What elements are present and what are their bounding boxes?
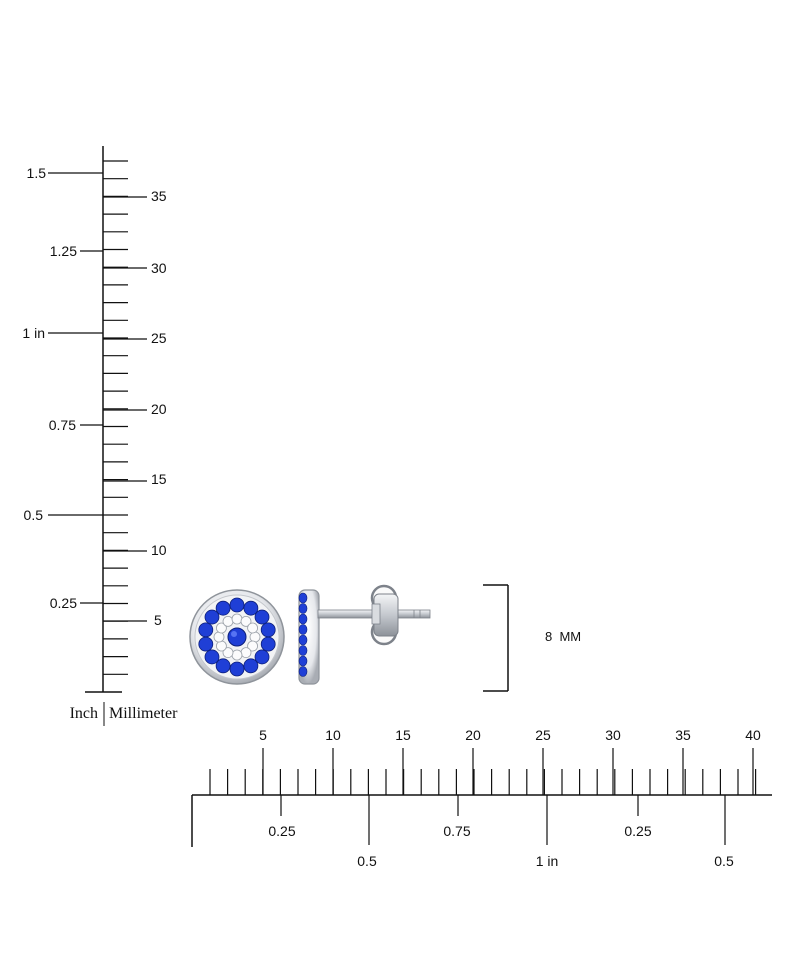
h-mm-label-5: 5 bbox=[259, 727, 267, 743]
inch-label-1-5: 1.5 bbox=[27, 165, 47, 181]
sapphire-stone bbox=[229, 597, 245, 613]
inch-label-1-25: 1.25 bbox=[50, 243, 77, 259]
mm-label-15: 15 bbox=[151, 471, 167, 487]
inch-label-0-5: 0.5 bbox=[24, 507, 44, 523]
pave-stone bbox=[247, 640, 258, 652]
pave-stone bbox=[216, 622, 227, 634]
vertical-mm-ticks bbox=[103, 160, 147, 675]
earring-side-view bbox=[298, 584, 431, 685]
h-mm-label-30: 30 bbox=[605, 727, 621, 743]
mm-label-35: 35 bbox=[151, 188, 167, 204]
side-sapphires bbox=[298, 592, 308, 677]
pave-stone bbox=[216, 640, 227, 652]
sapphire-stone bbox=[198, 636, 214, 652]
side-sapphire-stone bbox=[298, 624, 308, 635]
pave-stone bbox=[222, 616, 234, 627]
millimeter-caption: Millimeter bbox=[109, 705, 178, 722]
side-sapphire-stone bbox=[298, 613, 308, 625]
mm-label-30: 30 bbox=[151, 260, 167, 276]
sapphire-stone bbox=[198, 622, 214, 638]
sapphire-stone bbox=[254, 649, 270, 665]
h-mm-label-25: 25 bbox=[535, 727, 551, 743]
side-sapphire-stone bbox=[298, 592, 308, 604]
pave-stone bbox=[213, 631, 225, 643]
pave-ring bbox=[213, 613, 261, 661]
h-inch-label-1-25: 0.25 bbox=[624, 823, 651, 839]
vertical-ruler: 1.5 1.25 1 in 0.75 0.5 0.25 35 30 25 20 … bbox=[22, 146, 178, 726]
pave-stone bbox=[249, 631, 261, 643]
dimension-bracket bbox=[483, 584, 509, 692]
sapphire-stone bbox=[215, 658, 231, 674]
horizontal-ruler: 5 10 15 20 25 30 35 40 0.25 0.75 0.25 0.… bbox=[191, 727, 772, 869]
inch-caption: Inch bbox=[70, 705, 98, 722]
sapphire-ring-outer bbox=[198, 597, 276, 677]
sapphire-stone bbox=[260, 636, 276, 652]
inch-label-0-25: 0.25 bbox=[50, 595, 77, 611]
inch-label-1: 1 in bbox=[22, 325, 45, 341]
sapphire-stone bbox=[215, 600, 231, 616]
h-inch-label-0-75: 0.75 bbox=[443, 823, 470, 839]
pave-stone bbox=[222, 647, 234, 658]
pave-stone bbox=[231, 649, 243, 661]
earring-front-view bbox=[189, 589, 285, 685]
side-sapphire-stone bbox=[298, 645, 308, 656]
mm-label-10: 10 bbox=[151, 542, 167, 558]
pave-stone bbox=[240, 647, 252, 658]
mm-label-20: 20 bbox=[151, 401, 167, 417]
side-sapphire-stone bbox=[298, 634, 308, 646]
h-mm-label-10: 10 bbox=[325, 727, 341, 743]
side-sapphire-stone bbox=[298, 655, 308, 667]
mm-label-5: 5 bbox=[154, 612, 162, 628]
center-sapphire bbox=[227, 627, 247, 647]
h-mm-label-15: 15 bbox=[395, 727, 411, 743]
inch-label-0-75: 0.75 bbox=[49, 417, 76, 433]
h-inch-label-0-5: 0.5 bbox=[357, 853, 377, 869]
sapphire-stone bbox=[204, 649, 220, 665]
side-sapphire-stone bbox=[298, 666, 308, 677]
sapphire-stone bbox=[243, 600, 259, 616]
sapphire-stone bbox=[204, 609, 220, 625]
sapphire-stone bbox=[260, 622, 276, 638]
pave-stone bbox=[240, 616, 252, 627]
h-mm-label-35: 35 bbox=[675, 727, 691, 743]
h-mm-label-20: 20 bbox=[465, 727, 481, 743]
sapphire-stone bbox=[229, 661, 245, 677]
pave-stone bbox=[231, 613, 243, 625]
sapphire-stone bbox=[243, 658, 259, 674]
butterfly-back bbox=[370, 584, 399, 646]
h-inch-label-1: 1 in bbox=[536, 853, 559, 869]
pave-stone bbox=[247, 622, 258, 634]
h-inch-label-1-5: 0.5 bbox=[714, 853, 734, 869]
h-inch-label-0-25: 0.25 bbox=[268, 823, 295, 839]
h-mm-label-40: 40 bbox=[745, 727, 761, 743]
side-sapphire-stone bbox=[298, 603, 308, 614]
sapphire-stone bbox=[254, 609, 270, 625]
horizontal-mm-ticks bbox=[209, 748, 757, 795]
dimension-label: 8 MM bbox=[545, 629, 581, 644]
mm-label-25: 25 bbox=[151, 330, 167, 346]
